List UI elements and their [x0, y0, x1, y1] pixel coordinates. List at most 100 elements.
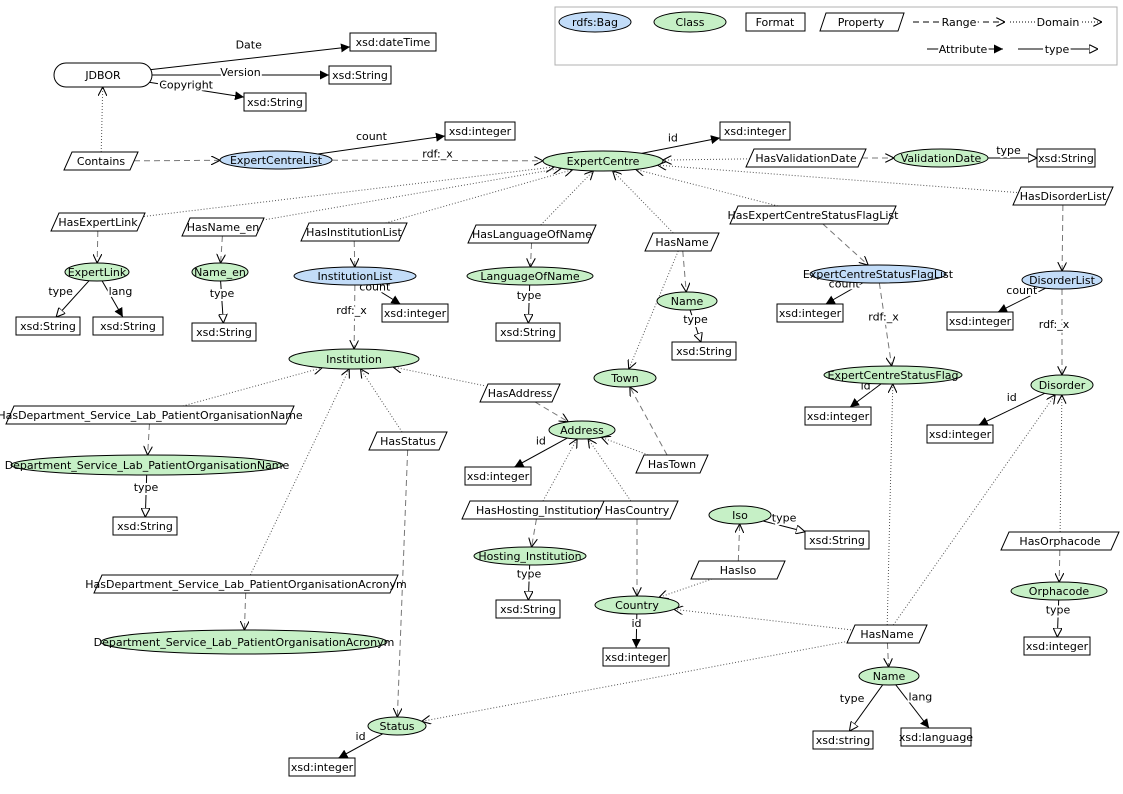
node-shape-hasdisorderlist: [1012, 186, 1114, 206]
edge-range-hasname_en-name_en: [221, 235, 223, 263]
node-shape-xsd_string_el_type: [15, 316, 81, 336]
legend-type-label: type: [1045, 43, 1070, 56]
node-shape-country: [594, 595, 680, 615]
node-shape-xsd_integer_dis: [926, 424, 994, 444]
node-shape-hasname_ec: [644, 232, 720, 252]
edge-range-hasdisorderlist-disorderlist: [1062, 204, 1063, 271]
legend-bag-label: rdfs:Bag: [572, 16, 618, 29]
node-label-hasdept_name: HasDepartment_Service_Lab_PatientOrganis…: [0, 409, 303, 422]
node-validationdate: ValidationDate: [893, 148, 989, 168]
node-label-status: Status: [379, 720, 414, 733]
edge-label-dept_name-xsd_string_dept: type: [134, 481, 159, 494]
edge-type-expertlink-xsd_string_el_type: [56, 280, 90, 317]
edge-domain-hasstatus-institution: [361, 369, 403, 433]
edge-type-name_country-xsd_string_name_country: [849, 684, 884, 731]
node-shape-xsd_string_hosting: [495, 599, 561, 619]
node-label-town: Town: [610, 372, 639, 385]
node-name_country: Name: [858, 666, 920, 686]
node-label-hasaddress: HasAddress: [488, 387, 553, 400]
node-hasinstitutionlist: HasInstitutionList: [300, 222, 408, 242]
node-label-xsd_integer_orpha: xsd:integer: [1026, 640, 1089, 653]
node-shape-xsd_string_name_country: [812, 730, 874, 750]
node-shape-xsd_string_vd: [1036, 148, 1096, 168]
node-orphacode: Orphacode: [1010, 581, 1108, 601]
node-label-xsd_string_hosting: xsd:String: [500, 603, 556, 616]
legend-format-shape: [745, 12, 806, 32]
node-label-name_ec: Name: [671, 295, 704, 308]
node-label-hasname_ec: HasName: [655, 236, 708, 249]
node-label-hasvalidationdate: HasValidationDate: [755, 152, 857, 165]
edge-attribute-country-xsd_integer_country: [631, 613, 641, 649]
node-label-xsd_language: xsd:language: [899, 731, 973, 744]
edge-label-disorderlist-xsd_integer_dl: count: [1006, 284, 1038, 297]
edge-type-orphacode-xsd_integer_orpha: [1057, 599, 1058, 637]
node-hasname_country: HasName: [846, 624, 928, 644]
node-shape-iso: [708, 505, 772, 525]
node-label-hasinstitutionlist: HasInstitutionList: [306, 226, 402, 239]
node-label-expertcentre: ExpertCentre: [567, 155, 640, 168]
node-label-name_country: Name: [873, 670, 906, 683]
node-xsd_language: xsd:language: [899, 727, 973, 747]
node-shape-expertlink: [64, 262, 130, 282]
node-shape-xsd_string_el_lang: [92, 316, 164, 336]
edge-label-expertlink-xsd_string_el_type: type: [48, 285, 73, 298]
node-expertcentre: ExpertCentre: [542, 150, 664, 172]
node-label-xsd_string_nameen: xsd:String: [196, 326, 252, 339]
node-shape-xsd_string_copyright: [243, 92, 307, 112]
node-shape-xsd_integer_status: [288, 757, 356, 777]
node-label-xsd_string_copyright: xsd:String: [247, 96, 303, 109]
edge-range-expertcentrelist-expertcentre: [331, 160, 543, 161]
legend-class-shape: [653, 11, 727, 33]
edge-domain-hasname_country-disorder: [892, 395, 1055, 626]
node-shape-ecsf: [823, 365, 963, 385]
node-address: Address: [548, 420, 616, 440]
edge-label-jdbor-xsd_datetime: Date: [236, 38, 263, 51]
node-ecsfl: ExpertCentreStatusFlagList: [803, 264, 954, 284]
edge-label-address-xsd_integer_addr: id: [536, 435, 546, 448]
edge-range-hasaddress-address: [534, 401, 568, 422]
nodes-layer: JDBORxsd:dateTimexsd:Stringxsd:StringCon…: [0, 32, 1120, 777]
node-label-xsd_integer_ecsf: xsd:integer: [807, 410, 870, 423]
node-xsd_integer_ecl: xsd:integer: [444, 121, 516, 141]
node-shape-xsd_string_name_ec: [671, 341, 737, 361]
node-shape-xsd_integer_dl: [946, 311, 1014, 331]
edge-range-hasname_ec-name_ec: [683, 250, 686, 292]
node-hasname_ec: HasName: [644, 232, 720, 252]
edge-domain-hasdept_name-institution: [182, 368, 322, 407]
edge-domain-hasdept_acr-institution: [249, 369, 349, 576]
node-label-expertcentrelist: ExpertCentreList: [230, 154, 323, 167]
node-label-hashosting: HasHosting_Institution: [476, 504, 600, 517]
node-shape-dept_acr: [100, 629, 388, 655]
node-label-hasname_country: HasName: [860, 628, 913, 641]
edge-label-expertcentrelist-expertcentre: rdf:_x: [422, 147, 453, 160]
legend-format-label: Format: [756, 16, 795, 29]
node-label-xsd_string_vd: xsd:String: [1038, 152, 1094, 165]
node-shape-disorder: [1030, 374, 1094, 396]
edge-domain-contains-jdbor: [101, 87, 103, 153]
node-shape-hasiso: [690, 560, 786, 580]
node-status: Status: [367, 716, 427, 736]
edges-layer: DateVersionCopyrightcountrdf:_xidtypetyp…: [46, 36, 1073, 759]
node-shape-xsd_datetime: [349, 32, 437, 52]
node-shape-institutionlist: [293, 266, 417, 286]
node-label-jdbor: JDBOR: [84, 69, 121, 82]
edge-attribute-ecsfl-xsd_integer_ecsfl: [825, 282, 863, 305]
node-shape-expertcentrelist: [219, 150, 333, 170]
edge-label-jdbor-xsd_string_version: Version: [220, 66, 260, 79]
node-xsd_string_version: xsd:String: [328, 65, 392, 85]
node-xsd_string_name_ec: xsd:String: [671, 341, 737, 361]
edge-label-expertcentre-xsd_integer_ec: id: [668, 132, 678, 145]
node-xsd_string_el_lang: xsd:String: [92, 316, 164, 336]
edge-range-institutionlist-institution: [354, 284, 355, 349]
node-xsd_integer_country: xsd:integer: [602, 647, 670, 667]
edge-label-disorder-xsd_integer_dis: id: [1007, 391, 1017, 404]
node-shape-dept_name: [10, 454, 284, 476]
node-hasorphacode: HasOrphacode: [1000, 531, 1120, 551]
node-disorderlist: DisorderList: [1021, 270, 1103, 290]
node-xsd_datetime: xsd:dateTime: [349, 32, 437, 52]
node-hastown: HasTown: [635, 454, 709, 474]
node-hashosting: HasHosting_Institution: [461, 500, 615, 520]
node-hasdept_name: HasDepartment_Service_Lab_PatientOrganis…: [0, 405, 303, 425]
node-shape-hasname_country: [846, 624, 928, 644]
edge-type-hosting-xsd_string_hosting: [528, 564, 529, 600]
